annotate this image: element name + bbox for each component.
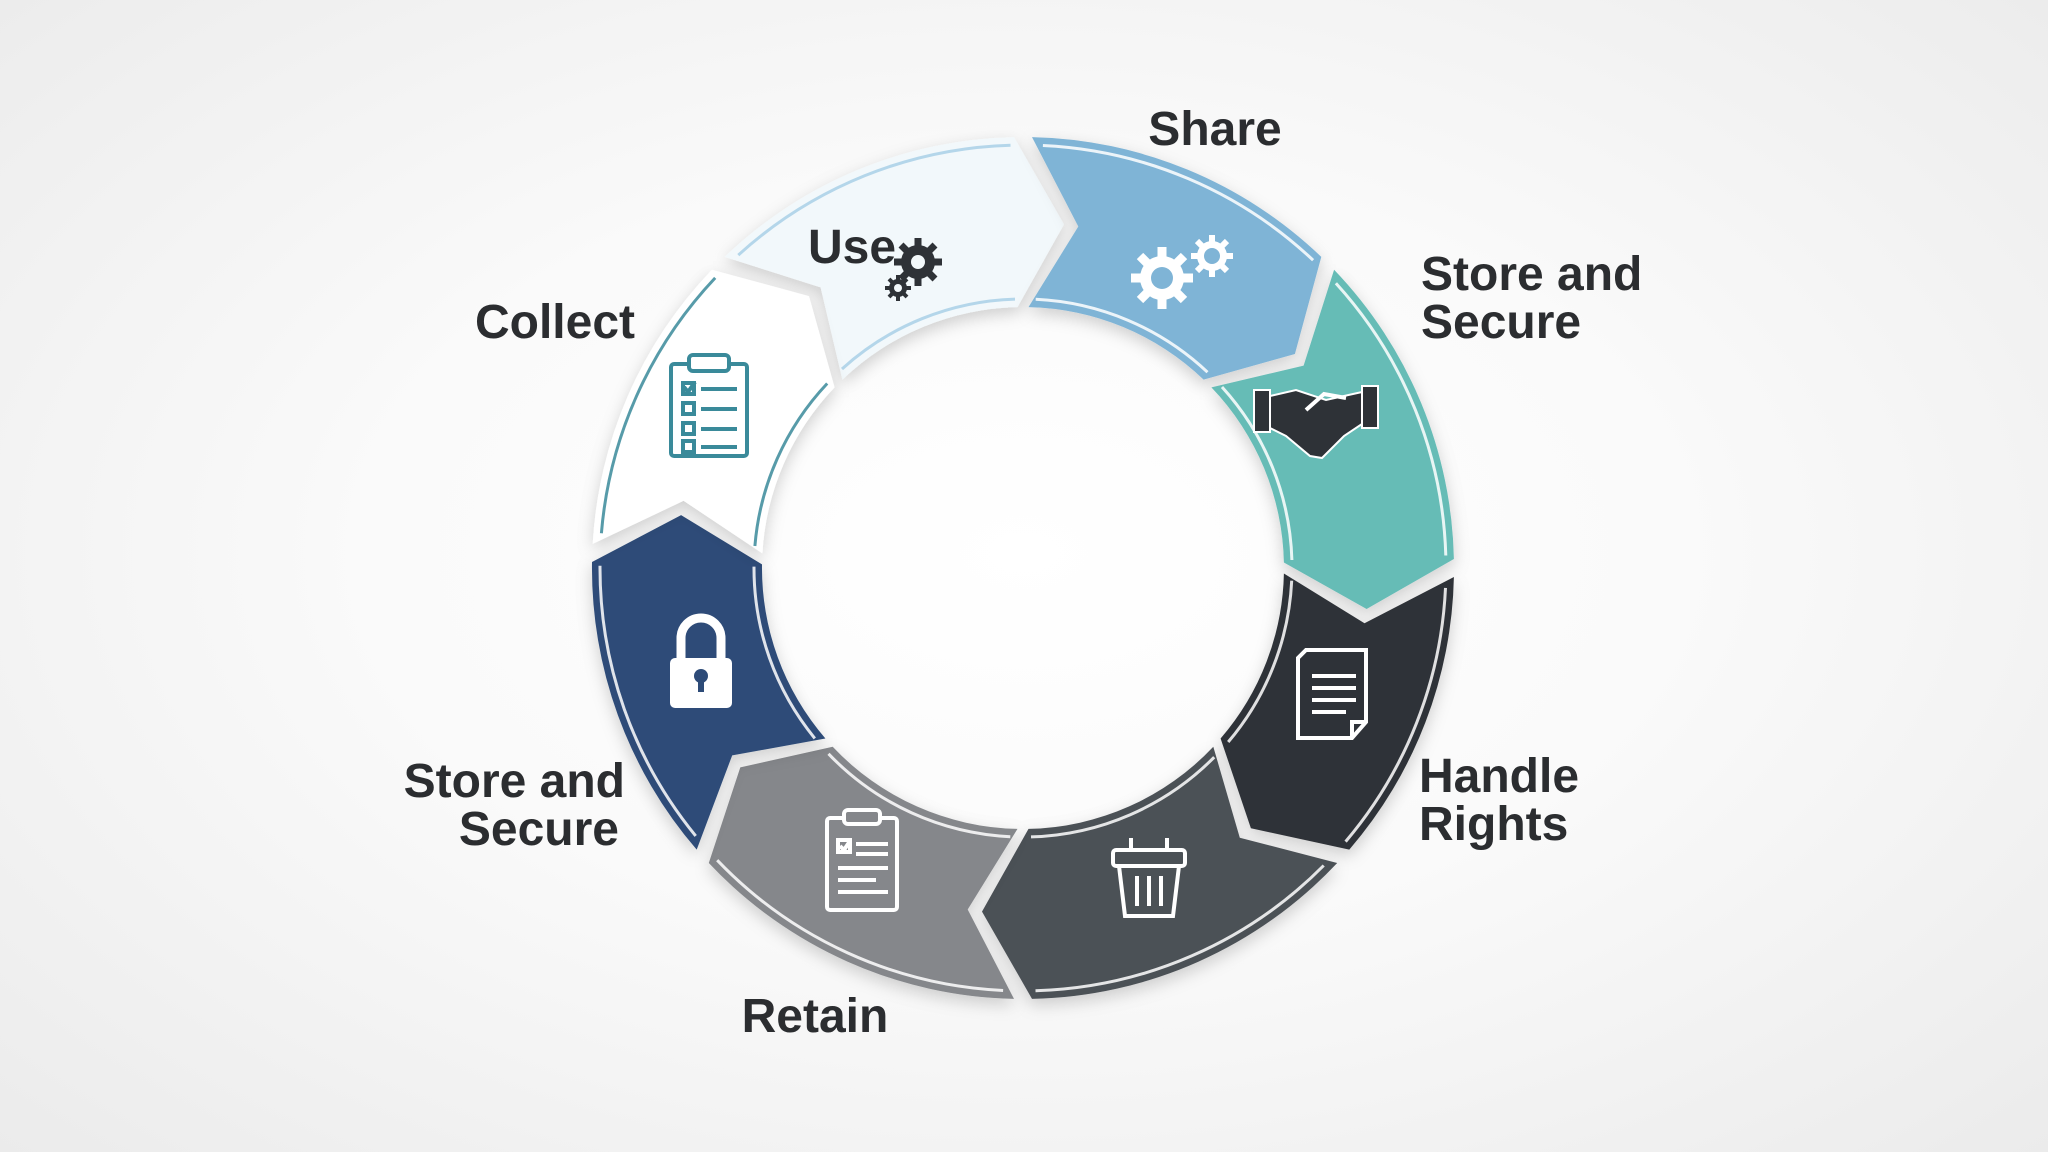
stage-label-store-secure-left-line1: Store and	[404, 755, 625, 808]
segment-rim-retain	[716, 752, 1011, 992]
handshake-icon	[1253, 385, 1379, 460]
stage-label-use: Use	[808, 221, 896, 274]
stage-label-handle-rights-line1: Handle	[1419, 750, 1579, 803]
gears-icon	[1131, 235, 1233, 309]
segment-rim-delete	[1030, 756, 1325, 993]
segment-delete	[982, 746, 1338, 999]
stage-label-retain: Retain	[742, 990, 889, 1043]
clipboard-icon	[825, 808, 899, 912]
stage-label-store-secure-right-line1: Store and	[1421, 248, 1642, 301]
segment-rim-share	[1035, 144, 1315, 374]
lock-icon	[670, 613, 732, 708]
stage-label-handle-rights-line2: Rights	[1419, 798, 1568, 851]
checklist-icon	[669, 353, 749, 458]
cycle-ring	[591, 137, 1454, 999]
segment-rim-store-secure-right	[1220, 282, 1448, 561]
segment-rim-handle-rights	[1227, 580, 1447, 843]
segment-share	[1028, 137, 1322, 380]
document-icon	[1296, 648, 1368, 740]
gears-icon	[885, 238, 942, 301]
segment-rim-use	[737, 143, 1016, 371]
trash-icon	[1111, 838, 1187, 918]
segment-retain	[708, 746, 1018, 999]
segment-use	[724, 137, 1064, 380]
stage-label-store-secure-left-line2: Secure	[459, 803, 619, 856]
segment-rim-store-secure-left	[598, 565, 816, 837]
stage-label-store-secure-right-line2: Secure	[1421, 296, 1581, 349]
stage-label-collect: Collect	[475, 296, 635, 349]
segment-rim-collect	[599, 276, 829, 547]
stage-label-share: Share	[1148, 103, 1281, 156]
segment-collect	[592, 269, 835, 554]
